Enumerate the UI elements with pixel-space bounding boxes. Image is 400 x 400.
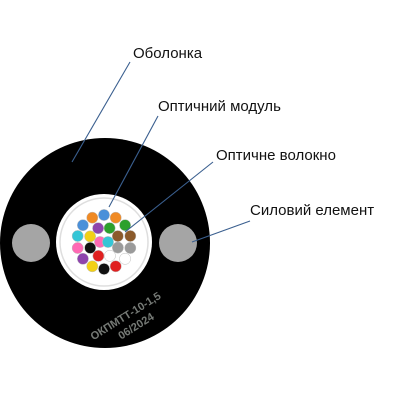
- optical-fiber: [92, 222, 104, 235]
- strength-member-right: [159, 224, 197, 262]
- optical-fiber: [109, 211, 122, 224]
- optical-fiber: [112, 241, 124, 254]
- optical-fiber: [84, 230, 96, 243]
- label-strength-member: Силовий елемент: [250, 202, 374, 219]
- optical-fiber: [98, 263, 110, 275]
- optical-fiber: [119, 219, 131, 232]
- optical-module-inner-ring: [59, 197, 149, 287]
- optical-fiber: [86, 260, 99, 273]
- optical-fiber: [124, 242, 137, 254]
- label-optical-module: Оптичний модуль: [158, 98, 281, 115]
- leader-line-sheath: [71, 61, 131, 163]
- optical-fiber: [84, 242, 97, 254]
- optical-fiber: [86, 211, 99, 224]
- optical-fiber: [102, 236, 114, 248]
- optical-fiber: [111, 230, 124, 242]
- label-optical-fiber: Оптичне волокно: [216, 147, 336, 164]
- optical-fiber: [77, 252, 89, 265]
- optical-fiber: [92, 250, 105, 262]
- optical-fiber: [71, 242, 84, 254]
- optical-fiber: [103, 222, 116, 234]
- optical-fiber: [104, 249, 116, 262]
- leader-line-optical-fiber: [124, 161, 214, 233]
- optical-fiber: [98, 209, 110, 221]
- optical-fiber: [124, 230, 137, 242]
- optical-fiber: [109, 260, 122, 273]
- optical-fiber: [77, 219, 89, 232]
- optical-fiber: [119, 252, 131, 265]
- optical-fiber: [71, 230, 84, 242]
- optical-fibers-bundle: [71, 209, 137, 275]
- leader-line-optical-module: [108, 115, 159, 208]
- strength-member-left: [12, 224, 50, 262]
- leader-line-strength-member: [191, 220, 251, 243]
- label-sheath: Оболонка: [133, 45, 203, 62]
